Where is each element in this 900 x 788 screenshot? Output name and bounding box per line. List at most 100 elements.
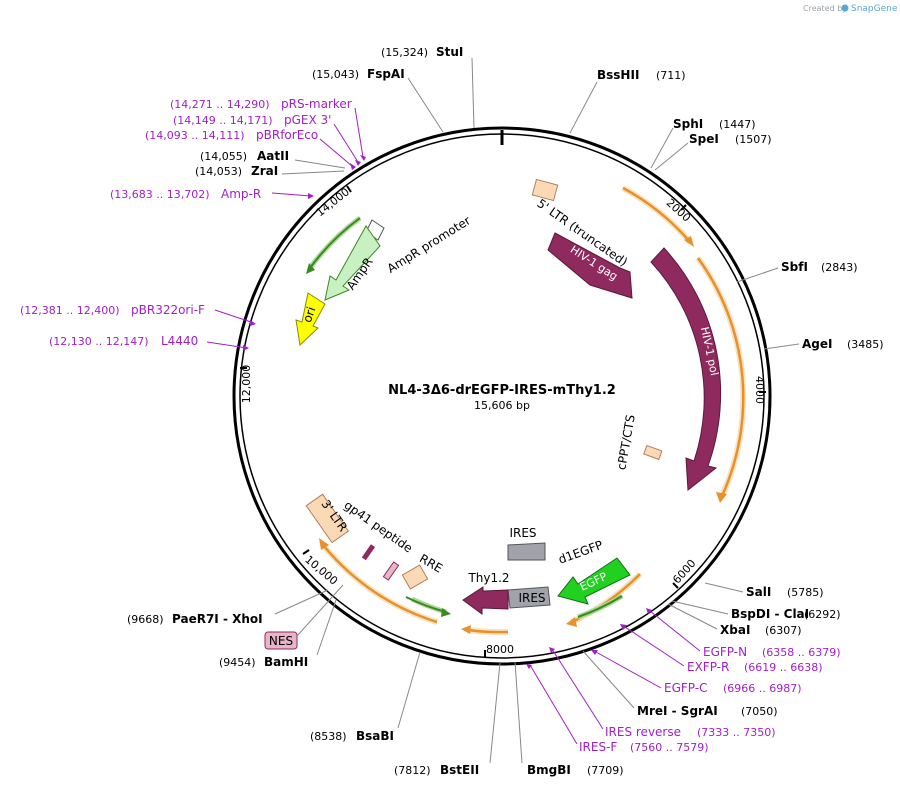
stui-position: (15,324): [381, 46, 428, 59]
orf-arc-5-head: [319, 538, 329, 550]
mrei-leader: [582, 650, 635, 709]
pbrforeco-position: (14,093 .. 14,111): [145, 129, 245, 142]
ires-f-arrow: [526, 664, 532, 669]
bmgbi-leader: [514, 661, 523, 764]
exfp-r-position: (6619 .. 6638): [744, 661, 823, 674]
egfp-feature[interactable]: [557, 557, 631, 605]
stui-label[interactable]: StuI: [436, 45, 463, 59]
l4440-position: (12,130 .. 12,147): [49, 335, 149, 348]
bsshii-label[interactable]: BssHII: [597, 68, 639, 82]
thy12-feature[interactable]: [462, 586, 509, 615]
sphi-label[interactable]: SphI: [673, 117, 703, 131]
egfp-c-label[interactable]: EGFP-C: [664, 681, 707, 695]
sbfi-label[interactable]: SbfI: [781, 260, 808, 274]
bspdi-clai-position: (6292): [804, 608, 841, 621]
bsshii-position: (711): [656, 69, 686, 82]
ltr5-feature[interactable]: [531, 178, 559, 202]
orf-arc-2: [696, 257, 745, 497]
nes-label-box[interactable]: [264, 631, 298, 650]
ires-feature[interactable]: [507, 586, 551, 609]
bmgbi-label[interactable]: BmgBI: [527, 763, 571, 777]
bamhi-label[interactable]: BamHI: [264, 655, 308, 669]
tick-label-14000: 14,000: [314, 185, 352, 219]
ltr3-feature[interactable]: [305, 493, 350, 544]
sali-label[interactable]: SalI: [746, 585, 771, 599]
exfp-r-arrow: [620, 624, 627, 630]
bamhi-position: (9454): [219, 656, 256, 669]
l4440-label[interactable]: L4440: [161, 334, 198, 348]
tick-label-12000: 12,000: [240, 365, 253, 404]
created-by-label: Created by: [803, 4, 847, 13]
egfp-orf-arc: [577, 595, 623, 618]
xbai-label[interactable]: XbaI: [720, 623, 750, 637]
aatii-label[interactable]: AatII: [257, 149, 289, 163]
tick-mark-2000: [680, 204, 687, 211]
sali-position: (5785): [787, 586, 824, 599]
orf-arc-3-head: [566, 617, 577, 627]
egfp-c-arrow: [591, 650, 598, 655]
pgex3-arrow: [355, 160, 361, 166]
pgex3-label[interactable]: pGEX 3': [284, 113, 331, 127]
plasmid-size: 15,606 bp: [474, 399, 530, 412]
ori-feature[interactable]: [295, 292, 326, 347]
ires-reverse-leader: [551, 648, 604, 730]
egfp-c-position: (6966 .. 6987): [723, 682, 802, 695]
spei-label[interactable]: SpeI: [689, 132, 719, 146]
bspdi-clai-label[interactable]: BspDI - ClaI: [731, 607, 809, 621]
bsabi-label[interactable]: BsaBI: [356, 729, 394, 743]
bsteii-label[interactable]: BstEII: [440, 763, 479, 777]
pbr322ori-label[interactable]: pBR322ori-F: [131, 303, 205, 317]
pbr322ori-position: (12,381 .. 12,400): [20, 304, 120, 317]
hiv1-gag-feature[interactable]: [547, 232, 633, 299]
prs-marker-label[interactable]: pRS-marker: [281, 97, 352, 111]
ampr-feature[interactable]: [324, 225, 381, 301]
bsshii-leader: [569, 81, 598, 134]
paer7i-xhoi-label[interactable]: PaeR7I - XhoI: [172, 612, 263, 626]
ires-f-label[interactable]: IRES-F: [579, 740, 617, 754]
exfp-r-label[interactable]: EXFP-R: [687, 660, 729, 674]
nes-feature-mark[interactable]: [382, 561, 400, 581]
tick-label-4000: 4000: [753, 376, 766, 404]
ires-reverse-position: (7333 .. 7350): [697, 726, 776, 739]
ires-top-feature[interactable]: [507, 542, 546, 561]
zrai-label[interactable]: ZraI: [251, 164, 278, 178]
gp41-label: gp41 peptide: [342, 498, 416, 555]
egfp-n-position: (6358 .. 6379): [762, 646, 841, 659]
orf-arc-1-head: [684, 236, 694, 247]
pgex3-leader: [333, 123, 359, 163]
egfp-n-label[interactable]: EGFP-N: [703, 645, 747, 659]
stui-leader: [471, 57, 475, 129]
sali-leader: [704, 582, 744, 593]
egfp-n-leader: [649, 610, 701, 652]
cppt-label: cPPT/CTS: [614, 414, 637, 471]
nes-leader: [296, 584, 344, 637]
pbrforeco-label[interactable]: pBRforEco: [256, 128, 318, 142]
pbr322ori-leader: [214, 309, 255, 324]
bsabi-position: (8538): [310, 730, 347, 743]
sphi-position: (1447): [719, 118, 756, 131]
ires-top-label: IRES: [509, 526, 536, 540]
orf-arc-2-head: [716, 492, 727, 503]
ori-label: ori: [300, 305, 318, 324]
egfp-c-leader: [595, 651, 662, 689]
xhoi-position: (9668): [127, 613, 164, 626]
ires-reverse-label[interactable]: IRES reverse: [605, 725, 681, 739]
hiv1-pol-feature[interactable]: [650, 247, 722, 491]
ampr-primer-label[interactable]: Amp-R: [221, 187, 261, 201]
bmgbi-position: (7709): [587, 764, 624, 777]
fspai-position: (15,043): [312, 68, 359, 81]
bspdi-leader: [671, 600, 729, 615]
fspai-label[interactable]: FspAI: [367, 67, 405, 81]
cppt-feature[interactable]: [643, 444, 663, 461]
mrei-sgrai-label[interactable]: MreI - SgrAI: [637, 704, 718, 718]
agei-leader: [763, 343, 800, 350]
gp41-feature[interactable]: [361, 544, 376, 561]
pgex3-position: (14,149 .. 14,171): [173, 114, 273, 127]
orf-arc-3: [571, 573, 641, 624]
tick-mark-14000: [346, 185, 352, 193]
orf-arc-1: [622, 186, 691, 243]
rre-feature[interactable]: [401, 564, 429, 590]
agei-label[interactable]: AgeI: [802, 337, 832, 351]
ires-label: IRES: [518, 591, 545, 605]
